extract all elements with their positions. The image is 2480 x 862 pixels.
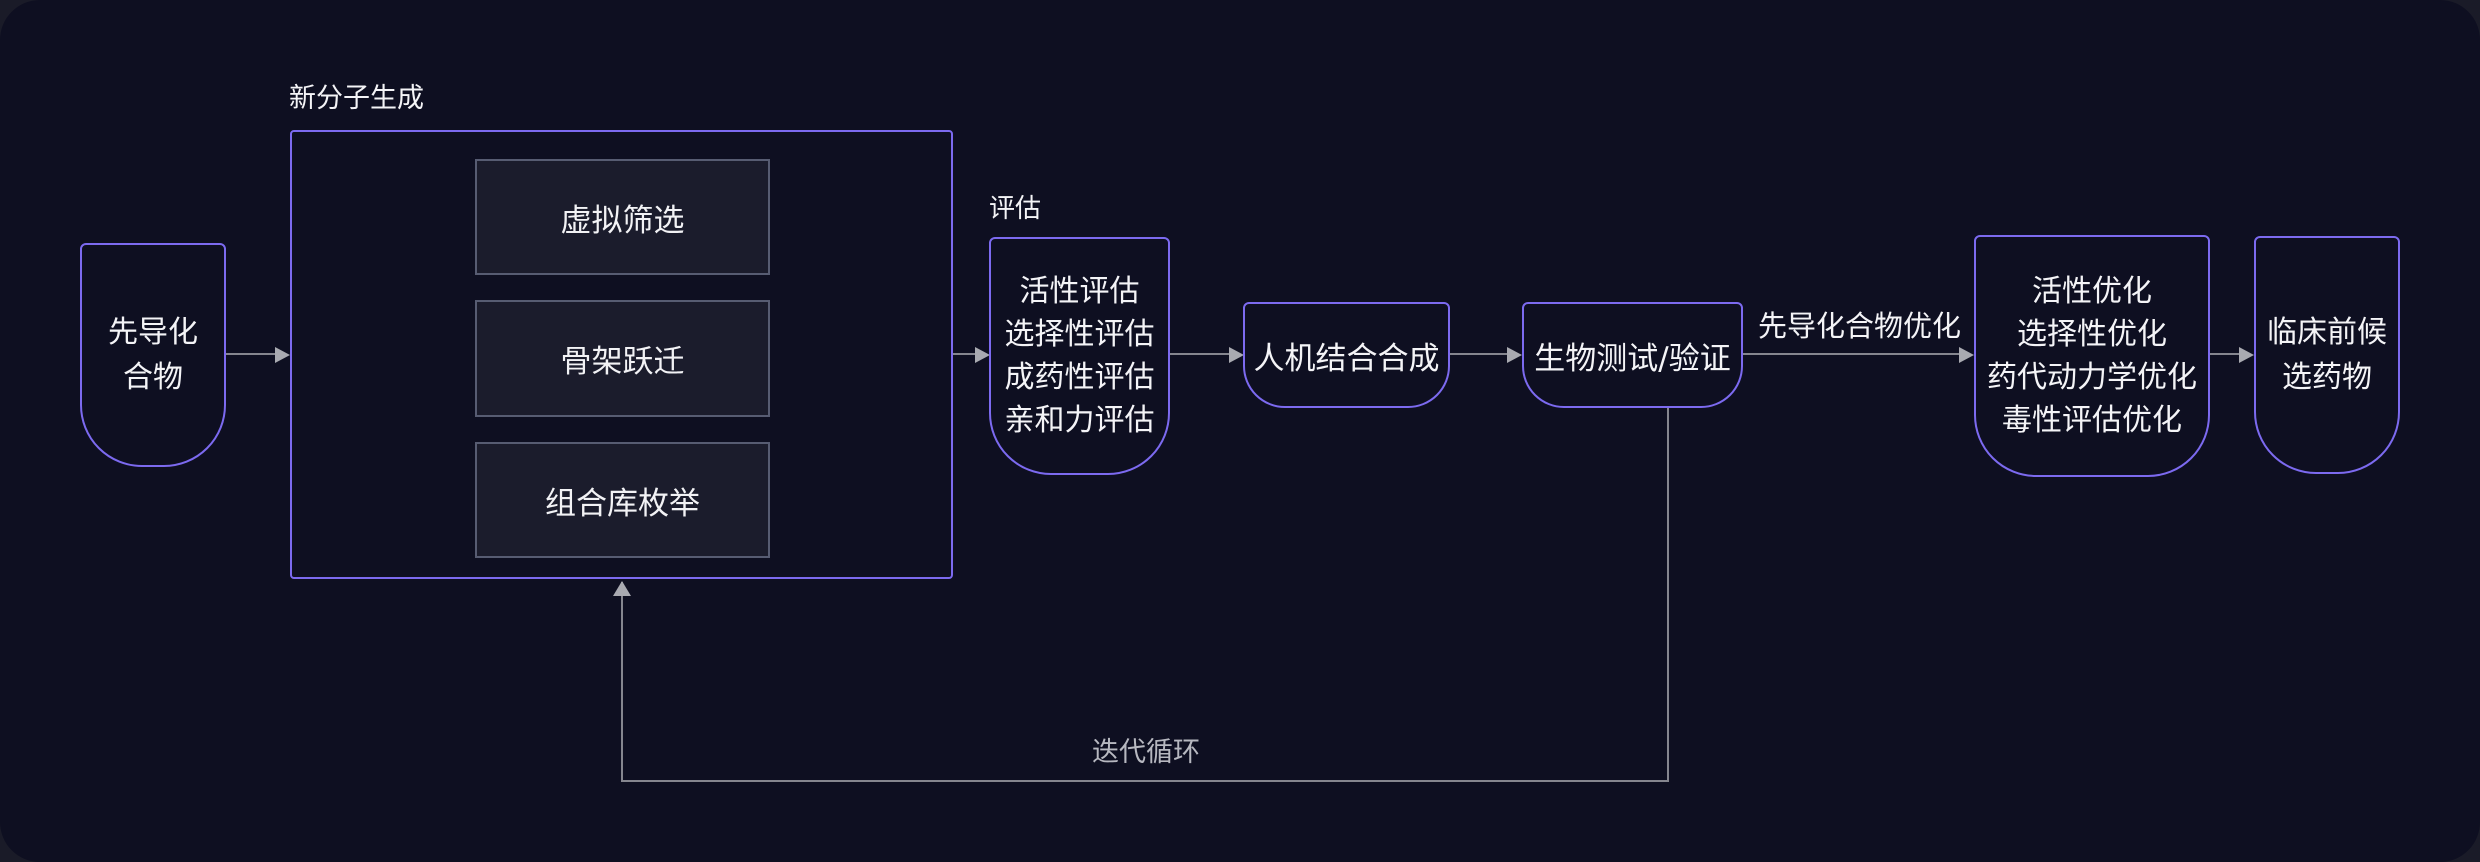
node-candidate-line2: 选药物: [2282, 360, 2372, 395]
edge-optimization-to-candidate: [2210, 353, 2242, 355]
evaluation-item: 活性评估: [1019, 274, 1140, 309]
generation-group-label: 新分子生成: [289, 83, 424, 114]
edge-lead-to-generation: [226, 353, 278, 355]
node-candidate-line1: 临床前候: [2267, 315, 2387, 350]
edge-generation-to-evaluation: [953, 353, 978, 355]
node-bio-test: 生物测试/验证: [1522, 302, 1743, 408]
node-scaffold-hopping-label: 骨架跃迁: [560, 344, 685, 380]
node-library-enumeration: 组合库枚举: [475, 442, 770, 558]
evaluation-item: 成药性评估: [1004, 360, 1155, 395]
node-synthesis: 人机结合合成: [1243, 302, 1450, 408]
loop-line-down: [1667, 408, 1669, 781]
arrowhead-up-icon: [613, 581, 631, 596]
node-evaluation: 活性评估 选择性评估 成药性评估 亲和力评估: [989, 237, 1170, 475]
arrowhead-right-icon: [275, 347, 290, 363]
edge-synthesis-to-biotest: [1450, 353, 1510, 355]
node-virtual-screening: 虚拟筛选: [475, 159, 770, 275]
node-lead-compound: 先导化 合物: [80, 243, 226, 467]
evaluation-item: 选择性评估: [1004, 317, 1155, 352]
node-lead-compound-line2: 合物: [123, 360, 183, 395]
generation-group-box: [290, 130, 953, 579]
optimization-item: 药代动力学优化: [1987, 360, 2197, 395]
edge-evaluation-to-synthesis: [1170, 353, 1232, 355]
arrowhead-right-icon: [1229, 347, 1244, 363]
optimization-item: 活性优化: [2032, 274, 2152, 309]
node-bio-test-label: 生物测试/验证: [1534, 340, 1731, 377]
arrowhead-right-icon: [975, 347, 990, 363]
arrowhead-right-icon: [1959, 347, 1974, 363]
loop-line-up: [621, 582, 623, 782]
node-lead-compound-line1: 先导化: [108, 315, 198, 350]
optimization-item: 毒性评估优化: [2002, 403, 2182, 438]
arrowhead-right-icon: [1507, 347, 1522, 363]
evaluation-label: 评估: [989, 194, 1042, 224]
node-candidate: 临床前候 选药物: [2254, 236, 2400, 474]
node-synthesis-label: 人机结合合成: [1253, 340, 1440, 377]
loop-line-bottom: [621, 780, 1669, 782]
node-virtual-screening-label: 虚拟筛选: [560, 202, 685, 239]
evaluation-item: 亲和力评估: [1004, 403, 1155, 438]
optimization-item: 选择性优化: [2017, 317, 2167, 352]
node-scaffold-hopping: 骨架跃迁: [475, 300, 770, 417]
node-optimization: 活性优化 选择性优化 药代动力学优化 毒性评估优化: [1974, 235, 2210, 477]
edge-biotest-to-optimization: [1743, 353, 1962, 355]
arrowhead-right-icon: [2239, 347, 2254, 363]
node-library-enumeration-label: 组合库枚举: [545, 485, 700, 522]
loop-label: 迭代循环: [1092, 737, 1200, 768]
lead-optimization-edge-label: 先导化合物优化: [1758, 309, 1962, 343]
